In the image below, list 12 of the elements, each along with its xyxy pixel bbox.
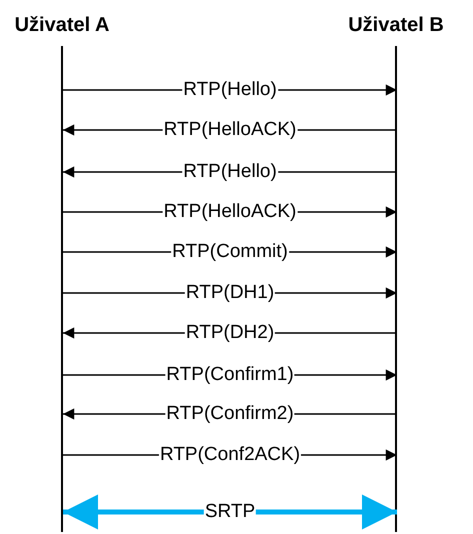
participant-label: Uživatel A (14, 13, 110, 38)
edge-label: RTP(Hello) (182, 161, 278, 183)
participant-label: Uživatel B (347, 13, 445, 38)
edge-label: RTP(Hello) (182, 79, 278, 101)
edge-label: RTP(Commit) (171, 241, 289, 263)
edge-label: RTP(Confirm1) (165, 364, 295, 386)
edge-label: RTP(DH2) (184, 322, 276, 344)
edge-label: RTP(DH1) (184, 282, 276, 304)
edge-label: RTP(Confirm2) (165, 403, 295, 425)
edge-label: RTP(HelloACK) (162, 201, 298, 223)
edge-label: RTP(HelloACK) (162, 119, 298, 141)
edge-label: RTP(Conf2ACK) (158, 444, 302, 466)
